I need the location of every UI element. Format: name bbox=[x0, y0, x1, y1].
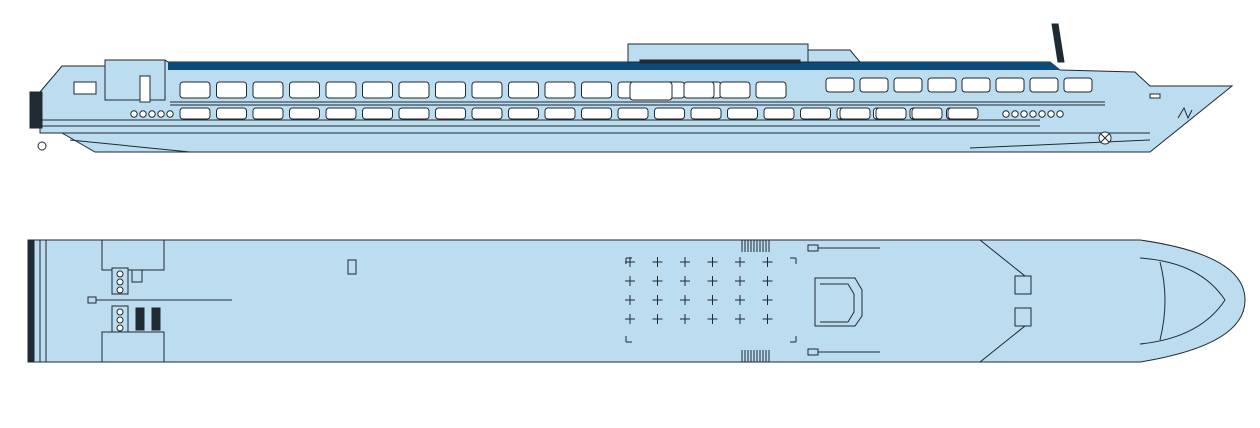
deck-chair bbox=[625, 257, 635, 267]
lower-window bbox=[690, 107, 722, 120]
porthole bbox=[130, 110, 138, 118]
stern-block bbox=[29, 91, 43, 129]
lower-window bbox=[289, 107, 320, 120]
deck-hull-outline bbox=[29, 239, 1246, 363]
top-plan-view bbox=[27, 239, 1246, 363]
lower-window bbox=[216, 107, 247, 120]
upper-window bbox=[362, 81, 393, 99]
upper-window bbox=[544, 81, 576, 99]
deck-chair bbox=[735, 257, 745, 267]
upper-window bbox=[719, 81, 751, 99]
upper-window bbox=[471, 81, 503, 99]
upper-window bbox=[995, 77, 1025, 93]
upper-window bbox=[629, 81, 673, 101]
upper-window bbox=[893, 77, 923, 93]
lower-window bbox=[617, 107, 649, 120]
lower-window bbox=[252, 107, 284, 120]
lower-window bbox=[435, 107, 466, 120]
upper-window bbox=[398, 81, 430, 99]
upper-window bbox=[179, 81, 211, 99]
porthole bbox=[1038, 110, 1046, 118]
deck-chair bbox=[625, 276, 635, 286]
deck-chair bbox=[707, 295, 718, 305]
deck-chair bbox=[680, 257, 690, 267]
deck-chair bbox=[652, 257, 663, 267]
upper-window bbox=[435, 81, 466, 99]
upper-window bbox=[252, 81, 284, 99]
upper-window bbox=[961, 77, 991, 93]
upper-window bbox=[216, 81, 247, 99]
deck-chair bbox=[735, 314, 745, 324]
deck-chair bbox=[652, 276, 663, 286]
side-elevation-view bbox=[29, 23, 1234, 153]
lower-window bbox=[654, 107, 685, 120]
upper-window bbox=[825, 77, 855, 93]
sun-deck-canopy bbox=[627, 43, 809, 63]
lower-window bbox=[398, 107, 430, 120]
deck-chair bbox=[680, 295, 690, 305]
lower-window bbox=[947, 107, 979, 120]
lower-window bbox=[362, 107, 393, 120]
lower-window bbox=[727, 107, 758, 120]
deck-chair bbox=[652, 314, 663, 324]
porthole bbox=[1020, 110, 1028, 118]
porthole bbox=[1011, 110, 1019, 118]
lower-window bbox=[911, 107, 943, 120]
side-hull bbox=[39, 59, 1234, 153]
porthole bbox=[166, 110, 174, 118]
deck-chair bbox=[735, 295, 745, 305]
deck-chair bbox=[707, 314, 718, 324]
upper-window bbox=[755, 81, 787, 99]
deck-chair bbox=[625, 295, 635, 305]
deck-chair bbox=[762, 295, 773, 305]
porthole bbox=[157, 110, 165, 118]
roof-stripe bbox=[168, 62, 1060, 70]
porthole bbox=[148, 110, 156, 118]
propeller-icon bbox=[37, 141, 47, 151]
upper-window bbox=[1029, 77, 1059, 93]
deck-chair bbox=[762, 276, 773, 286]
deck-chair bbox=[680, 276, 690, 286]
deck-chair bbox=[625, 314, 635, 324]
lower-window bbox=[839, 107, 871, 120]
deck-chair bbox=[707, 276, 718, 286]
deck-chair bbox=[735, 276, 745, 286]
deck-chair bbox=[680, 314, 690, 324]
porthole bbox=[139, 110, 147, 118]
porthole bbox=[1047, 110, 1055, 118]
upper-window bbox=[683, 81, 715, 99]
lower-window bbox=[325, 107, 357, 120]
mast bbox=[1051, 23, 1065, 63]
upper-window bbox=[508, 81, 539, 99]
deck-chair bbox=[762, 314, 773, 324]
deck-chair bbox=[762, 257, 773, 267]
aft-window bbox=[73, 81, 97, 95]
lower-window bbox=[800, 107, 831, 120]
upper-window bbox=[289, 81, 320, 99]
deck-chair bbox=[652, 295, 663, 305]
porthole bbox=[1029, 110, 1037, 118]
upper-window bbox=[1063, 77, 1093, 93]
upper-window bbox=[581, 81, 612, 99]
lower-window bbox=[471, 107, 503, 120]
upper-window bbox=[859, 77, 889, 93]
upper-window bbox=[325, 81, 357, 99]
lower-window bbox=[763, 107, 795, 120]
lower-window bbox=[179, 107, 211, 120]
porthole bbox=[1002, 110, 1010, 118]
upper-window bbox=[927, 77, 957, 93]
deck-chair bbox=[707, 257, 718, 267]
lower-window bbox=[508, 107, 539, 120]
lower-window bbox=[875, 107, 907, 120]
porthole bbox=[1056, 110, 1064, 118]
wheelhouse-plan bbox=[814, 277, 863, 327]
lower-window bbox=[581, 107, 612, 120]
lower-window bbox=[544, 107, 576, 120]
